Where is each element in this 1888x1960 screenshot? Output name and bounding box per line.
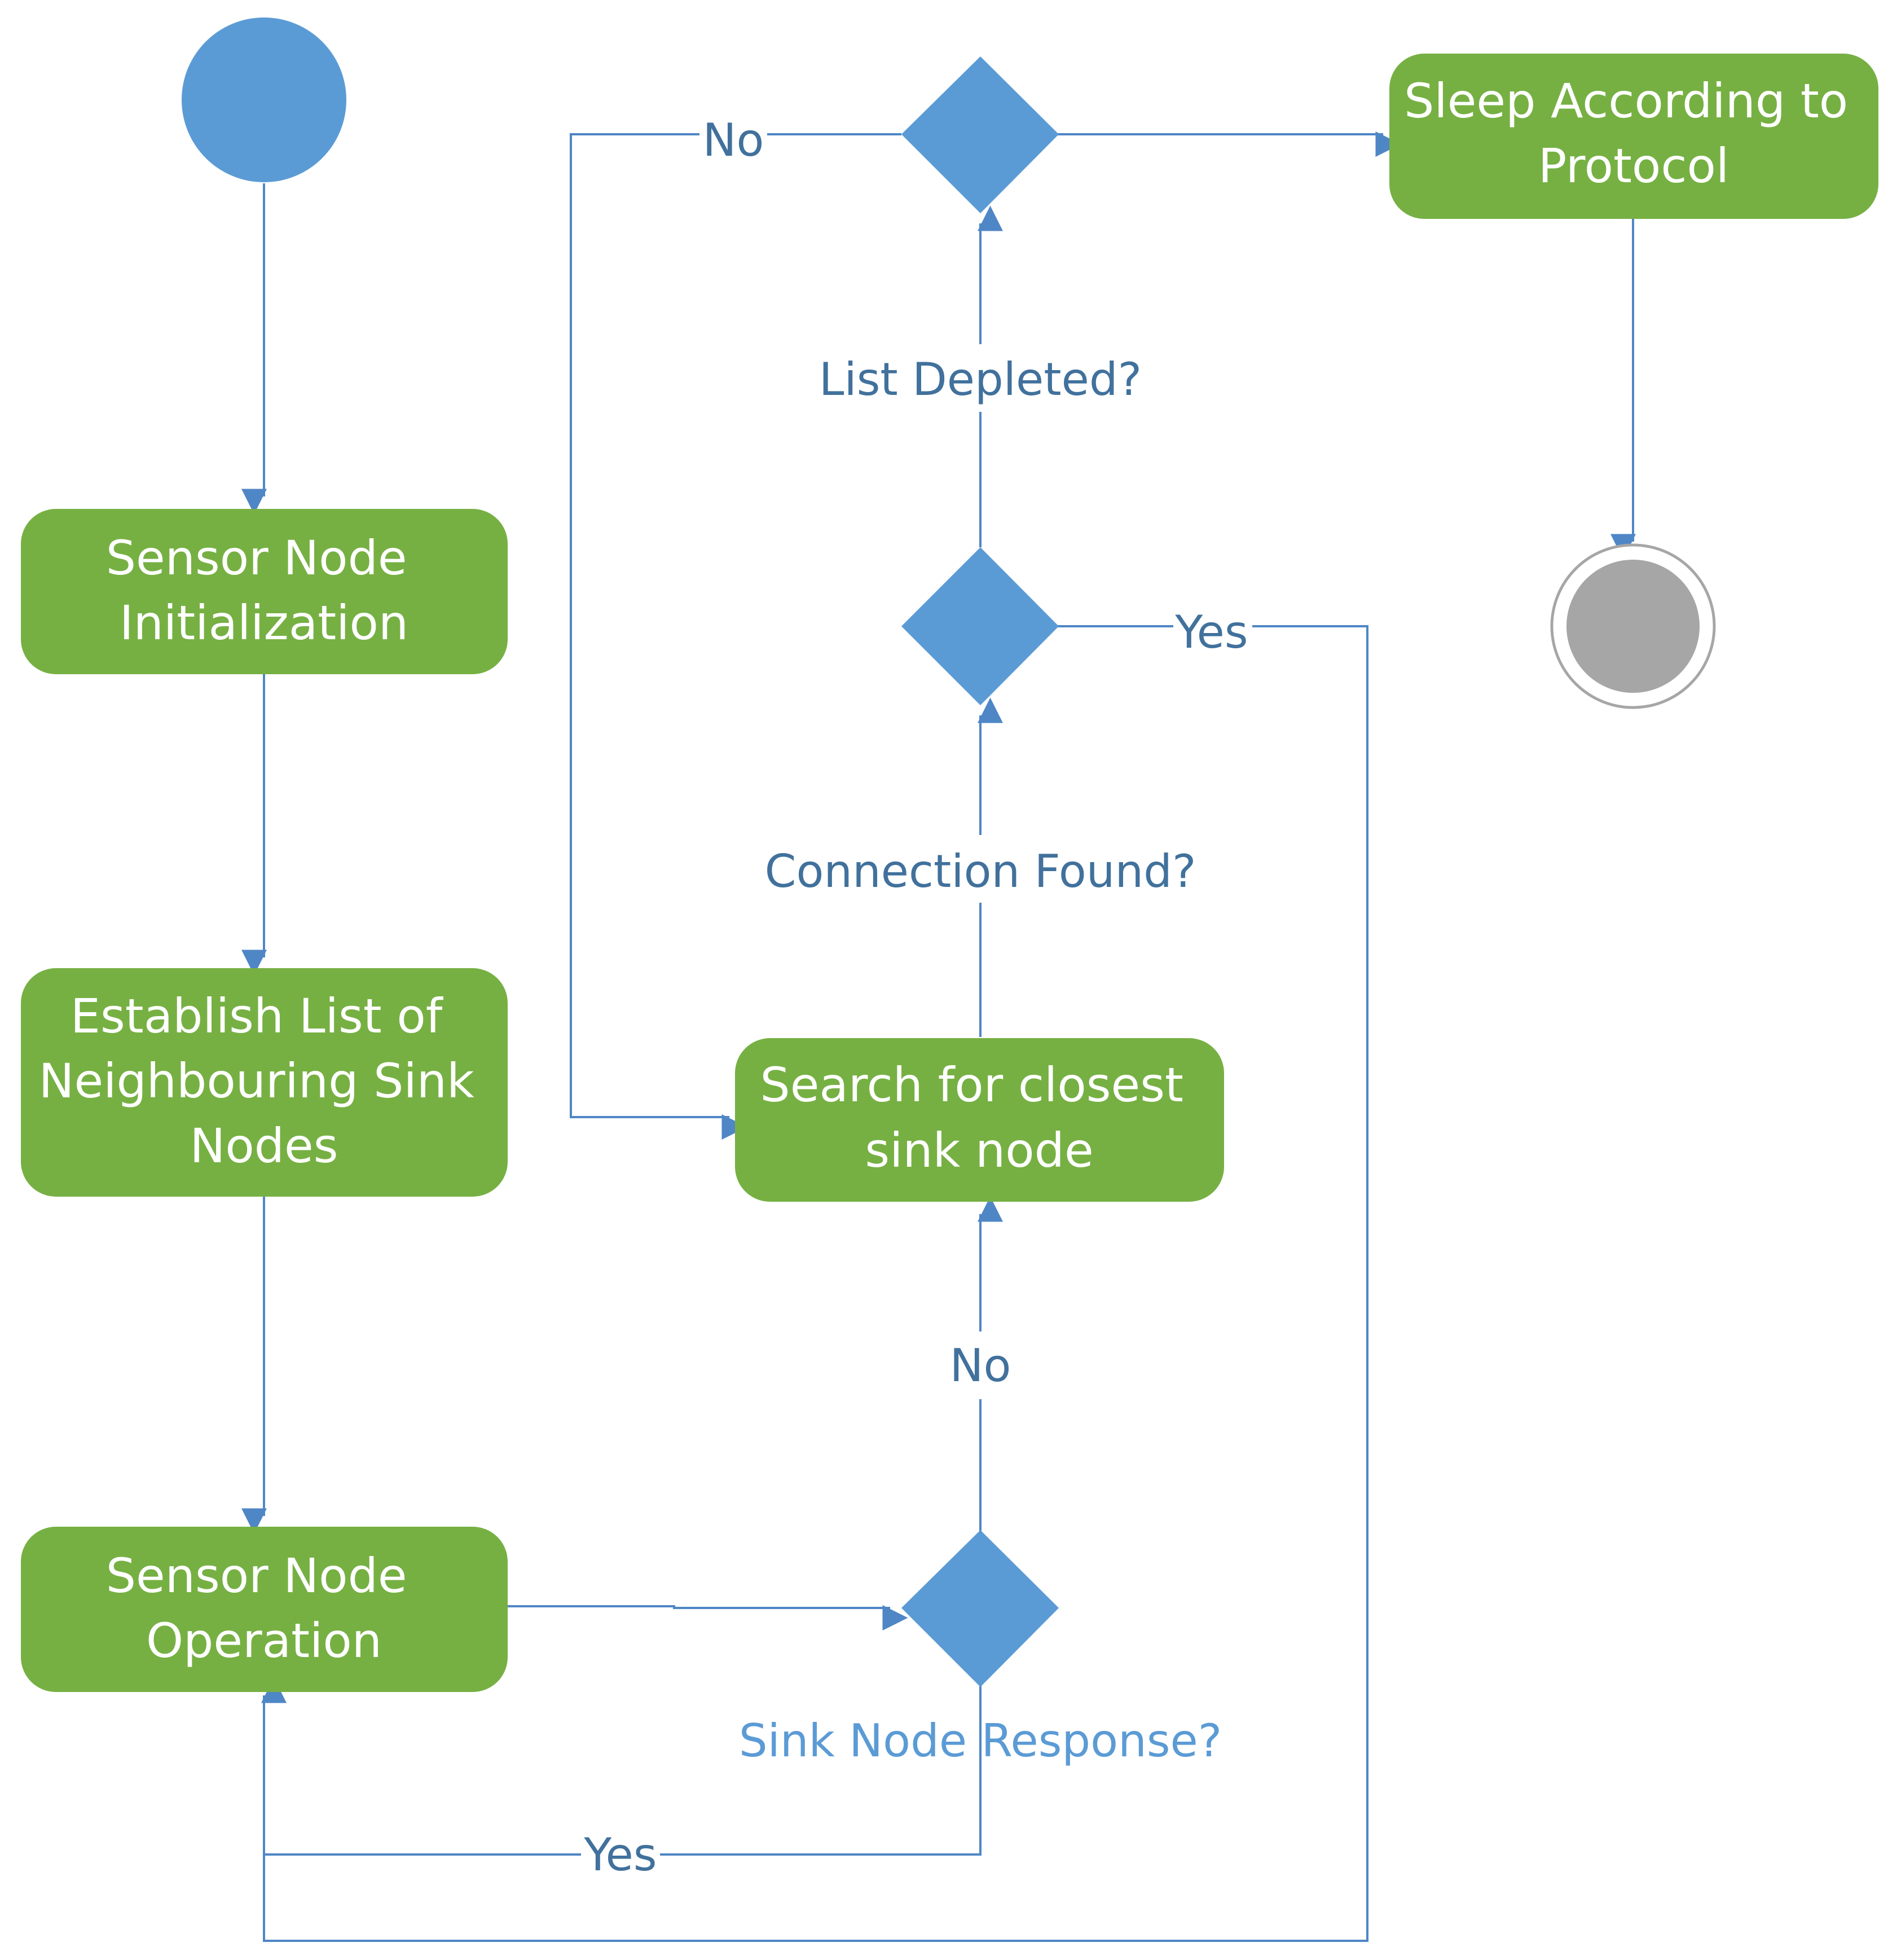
process-node-sensor-node-operation: Sensor Node Operation bbox=[21, 1527, 508, 1692]
node-text-line: Establish List of bbox=[71, 988, 444, 1044]
node-text-line: Neighbouring Sink bbox=[39, 1053, 474, 1109]
process-node-search-closest-sink: Search for closest sink node bbox=[735, 1038, 1224, 1202]
end-node bbox=[1550, 543, 1716, 709]
node-text: Sensor Node Initialization bbox=[106, 530, 423, 651]
node-text-line: Operation bbox=[146, 1613, 382, 1668]
label-depleted-no: No bbox=[703, 114, 764, 166]
edge-operation-to-response-decision bbox=[508, 1605, 908, 1631]
label-sink-node-response: Sink Node Response? bbox=[739, 1715, 1222, 1767]
node-text-line: Sensor Node bbox=[106, 530, 407, 586]
node-text: Establish List of Neighbouring Sink Node… bbox=[39, 988, 490, 1174]
start-node bbox=[182, 17, 346, 182]
node-text-line: Protocol bbox=[1538, 138, 1729, 194]
label-list-depleted: List Depleted? bbox=[819, 353, 1142, 406]
label-connection-yes: Yes bbox=[1174, 606, 1248, 658]
node-text: Sensor Node Operation bbox=[106, 1548, 423, 1668]
node-text-line: Sensor Node bbox=[106, 1548, 407, 1603]
node-text-line: Initialization bbox=[120, 595, 408, 651]
labels: List Depleted? Connection Found? Sink No… bbox=[581, 102, 1252, 1884]
node-text: Sleep According to Protocol bbox=[1404, 73, 1863, 194]
node-text-line: Sleep According to bbox=[1404, 73, 1848, 129]
label-response-yes: Yes bbox=[583, 1829, 657, 1881]
decision-sink-node-response bbox=[901, 1530, 1059, 1687]
node-text-line: Search for closest bbox=[760, 1057, 1183, 1113]
process-node-sleep-according-to-protocol: Sleep According to Protocol bbox=[1389, 54, 1878, 219]
node-text: Search for closest sink node bbox=[760, 1057, 1198, 1178]
decision-list-depleted bbox=[901, 56, 1059, 213]
label-connection-found: Connection Found? bbox=[765, 845, 1196, 898]
process-node-sensor-node-initialization: Sensor Node Initialization bbox=[21, 509, 508, 674]
decision-connection-found bbox=[901, 547, 1059, 705]
label-response-no: No bbox=[950, 1339, 1011, 1392]
process-node-establish-list: Establish List of Neighbouring Sink Node… bbox=[21, 968, 508, 1197]
node-text-line: sink node bbox=[865, 1123, 1093, 1178]
node-text-line: Nodes bbox=[190, 1118, 338, 1174]
edge-depleted-no-to-search bbox=[570, 133, 901, 1140]
edge-connection-yes-to-operation bbox=[263, 625, 1368, 1942]
